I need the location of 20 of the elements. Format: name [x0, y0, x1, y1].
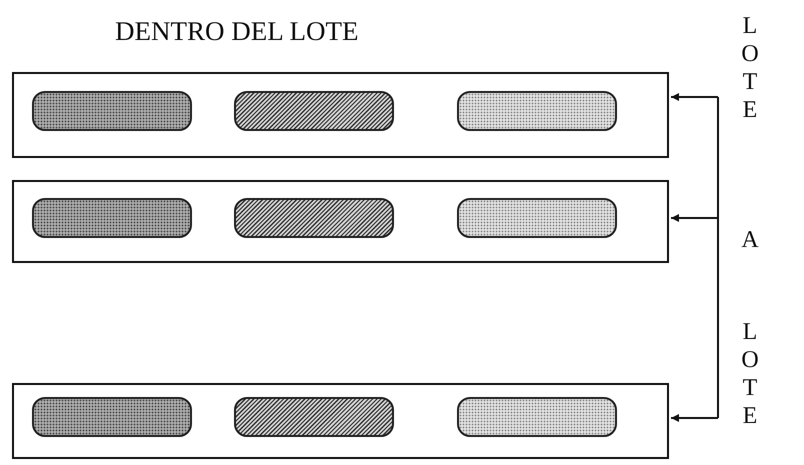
- pill-shape: [234, 397, 394, 437]
- vertical-label: LOTE: [740, 318, 760, 430]
- panel-box: [12, 180, 669, 263]
- panel-box: [12, 383, 669, 459]
- pill-shape: [457, 91, 617, 131]
- pill-shape: [32, 91, 192, 131]
- connector-line: [717, 97, 719, 418]
- pill-shape: [234, 198, 394, 238]
- pill-shape: [32, 397, 192, 437]
- arrow: [671, 93, 718, 101]
- pill-shape: [457, 198, 617, 238]
- arrow: [671, 414, 718, 422]
- vertical-label: LOTE: [740, 12, 760, 124]
- pill-shape: [457, 397, 617, 437]
- pill-shape: [32, 198, 192, 238]
- title: DENTRO DEL LOTE: [115, 16, 358, 47]
- panel-box: [12, 72, 669, 158]
- vertical-label: A: [740, 226, 760, 254]
- pill-shape: [234, 91, 394, 131]
- arrow: [671, 214, 718, 222]
